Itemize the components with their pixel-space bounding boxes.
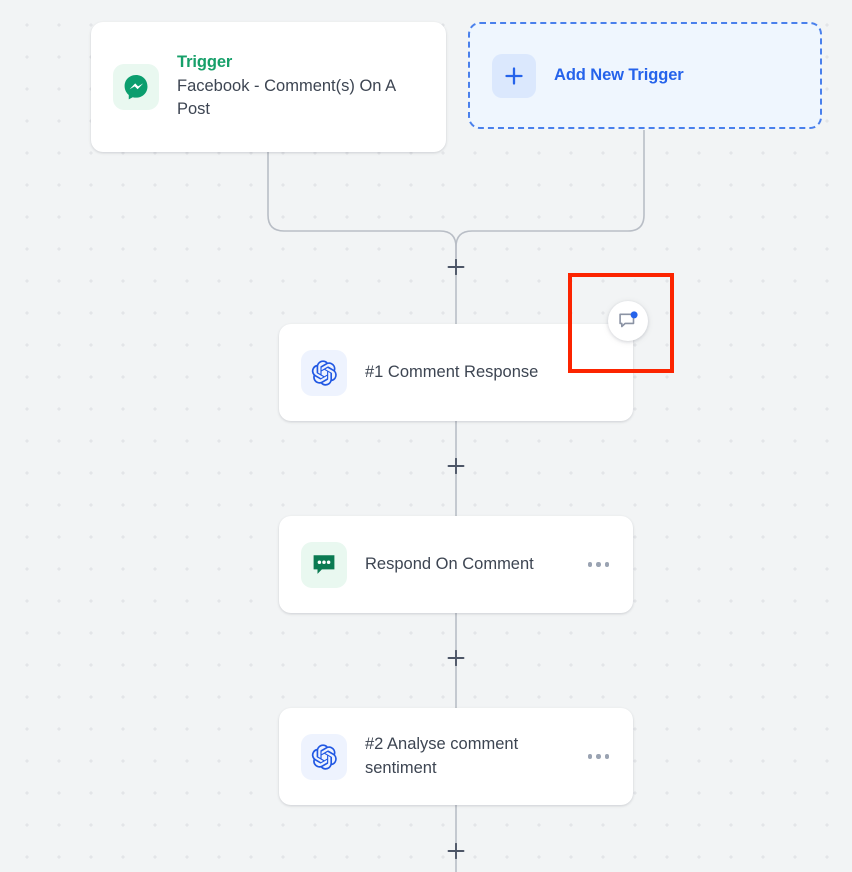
add-step-after-step-2-button[interactable]: [443, 645, 469, 671]
openai-icon: [301, 733, 347, 780]
step-node-card[interactable]: #2 Analyse comment sentiment: [279, 708, 633, 805]
comment-bubble-icon: [301, 541, 347, 588]
step-node-card[interactable]: Respond On Comment: [279, 516, 633, 613]
step-title: #2 Analyse comment sentiment: [365, 735, 519, 777]
step-title: #1 Comment Response: [365, 362, 539, 381]
add-step-after-step-1-button[interactable]: [443, 453, 469, 479]
plus-icon: [492, 53, 536, 98]
openai-icon: [301, 349, 347, 396]
add-new-trigger-label: Add New Trigger: [554, 66, 684, 84]
trigger-text-group: Trigger Facebook - Comment(s) On A Post: [177, 53, 424, 122]
step-menu-button[interactable]: [586, 554, 612, 575]
trigger-label: Trigger: [177, 52, 233, 71]
step-title: Respond On Comment: [365, 554, 534, 573]
trigger-title: Facebook - Comment(s) On A Post: [177, 76, 396, 118]
add-new-trigger-button[interactable]: Add New Trigger: [468, 22, 822, 129]
trigger-node-card[interactable]: Trigger Facebook - Comment(s) On A Post: [91, 22, 446, 152]
add-step-after-trigger-button[interactable]: [443, 254, 469, 280]
add-step-after-step-3-button[interactable]: [443, 838, 469, 864]
facebook-messenger-icon: [113, 64, 159, 110]
comment-icon[interactable]: [608, 301, 648, 341]
step-node-card[interactable]: #1 Comment Response: [279, 324, 633, 421]
step-menu-button[interactable]: [586, 746, 612, 767]
